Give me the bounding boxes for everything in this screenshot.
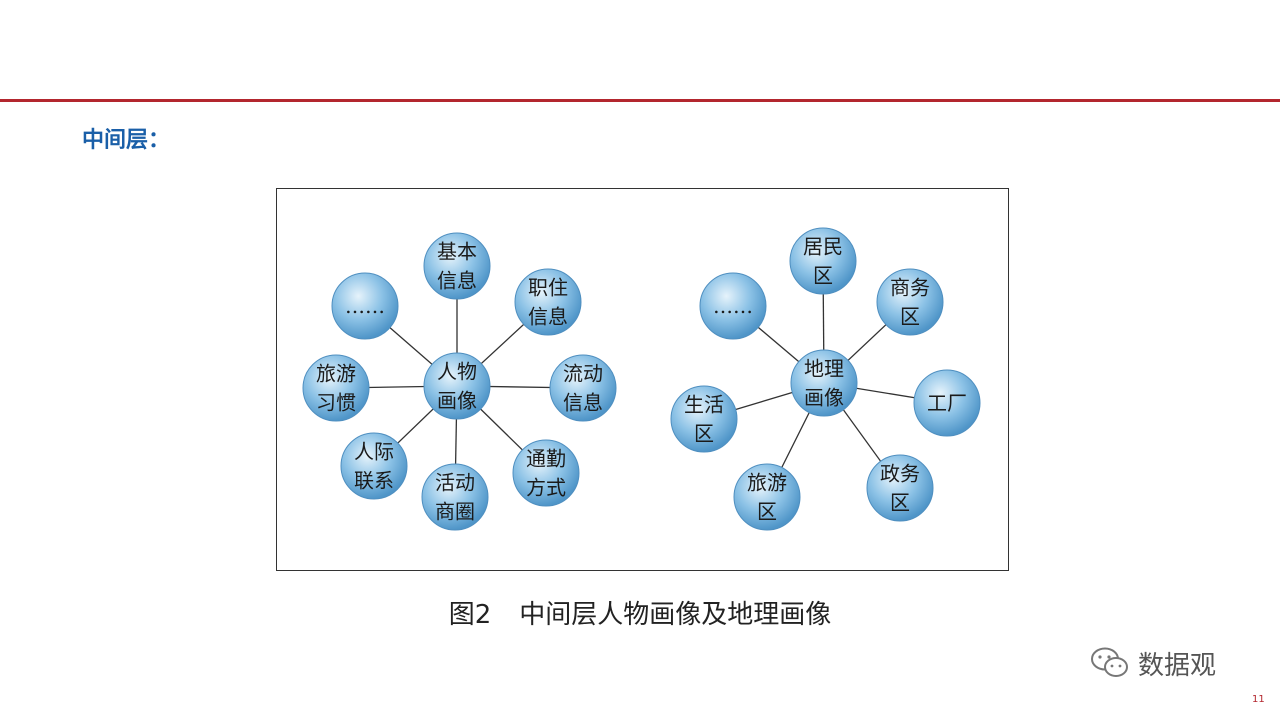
person-profile-node-label: 联系 xyxy=(354,469,394,493)
person-profile-node-label: 人际 xyxy=(354,440,394,464)
caption-number: 图2 xyxy=(448,600,492,630)
person-profile-node-circle xyxy=(421,463,489,531)
geo-profile-node: 居民区 xyxy=(789,227,857,295)
person-profile-node-circle xyxy=(549,354,617,422)
geo-profile-center-node-label: 地理 xyxy=(804,357,844,381)
geo-profile-node-label: 旅游 xyxy=(747,471,787,495)
person-profile-node-circle xyxy=(423,232,491,300)
geo-profile-node-label: 工厂 xyxy=(927,391,967,415)
geo-profile-node-label: …… xyxy=(713,294,753,318)
geo-profile-node-circle xyxy=(789,227,857,295)
person-profile-node-label: 基本 xyxy=(437,240,477,264)
person-profile-node-label: 信息 xyxy=(437,269,477,293)
geo-profile-node: …… xyxy=(699,272,767,340)
geo-profile-node: 商务区 xyxy=(876,268,944,336)
figure-caption: 图2 中间层人物画像及地理画像 xyxy=(0,594,1280,631)
person-profile-node-label: 商圈 xyxy=(435,500,475,524)
page-number: 11 xyxy=(1252,694,1265,705)
watermark: 数据观 xyxy=(1090,645,1216,681)
person-profile-center-node: 人物画像 xyxy=(423,352,491,420)
geo-profile-node-circle xyxy=(913,369,981,437)
person-profile-node-label: 职住 xyxy=(528,276,568,300)
person-profile-node-label: …… xyxy=(345,294,385,318)
geo-profile-node-circle xyxy=(699,272,767,340)
geo-profile-node-label: 生活 xyxy=(684,393,724,417)
person-profile-node-circle xyxy=(514,268,582,336)
person-profile-node-label: 信息 xyxy=(563,391,603,415)
header-divider xyxy=(0,99,1280,102)
person-profile-node-label: 信息 xyxy=(528,305,568,329)
person-profile-node-label: 习惯 xyxy=(316,391,356,415)
watermark-text: 数据观 xyxy=(1138,650,1217,681)
caption-text: 中间层人物画像及地理画像 xyxy=(519,600,832,630)
geo-profile-node-circle xyxy=(876,268,944,336)
geo-profile-node-label: 居民 xyxy=(803,235,843,259)
person-profile-node: …… xyxy=(331,272,399,340)
geo-profile-diagram: 居民区商务区工厂政务区旅游区生活区……地理画像 xyxy=(670,227,981,531)
person-profile-center-node-label: 画像 xyxy=(437,389,477,413)
person-profile-node-label: 流动 xyxy=(563,362,603,386)
geo-profile-node-label: 区 xyxy=(757,500,777,524)
person-profile-node-circle xyxy=(512,439,580,507)
person-profile-node-label: 通勤 xyxy=(526,447,566,471)
geo-profile-node: 旅游区 xyxy=(733,463,801,531)
wechat-icon xyxy=(1091,647,1128,677)
geo-profile-node-label: 区 xyxy=(813,264,833,288)
person-profile-node-circle xyxy=(331,272,399,340)
geo-profile-node-circle xyxy=(733,463,801,531)
geo-profile-node-label: 区 xyxy=(900,305,920,329)
geo-profile-center-node-label: 画像 xyxy=(804,386,844,410)
person-profile-node-circle xyxy=(340,432,408,500)
person-profile-node-circle xyxy=(302,354,370,422)
person-profile-node-label: 方式 xyxy=(526,476,566,500)
geo-profile-node: 生活区 xyxy=(670,385,738,453)
geo-profile-node-circle xyxy=(866,454,934,522)
geo-profile-node-label: 政务 xyxy=(880,462,920,486)
person-profile-center-node-circle xyxy=(423,352,491,420)
geo-profile-node-circle xyxy=(670,385,738,453)
geo-profile-node-label: 区 xyxy=(890,491,910,515)
person-profile-node-label: 旅游 xyxy=(316,362,356,386)
person-profile-diagram: 基本信息职住信息流动信息通勤方式活动商圈人际联系旅游习惯……人物画像 xyxy=(302,232,617,531)
geo-profile-node: 工厂 xyxy=(913,369,981,437)
geo-profile-center-node-circle xyxy=(790,349,858,417)
geo-profile-node-label: 区 xyxy=(694,422,714,446)
geo-profile-node-label: 商务 xyxy=(890,276,930,300)
person-profile-node-label: 活动 xyxy=(435,471,475,495)
section-title: 中间层： xyxy=(82,128,171,153)
geo-profile-node: 政务区 xyxy=(866,454,934,522)
geo-profile-center-node: 地理画像 xyxy=(790,349,858,417)
person-profile-center-node-label: 人物 xyxy=(437,360,477,384)
